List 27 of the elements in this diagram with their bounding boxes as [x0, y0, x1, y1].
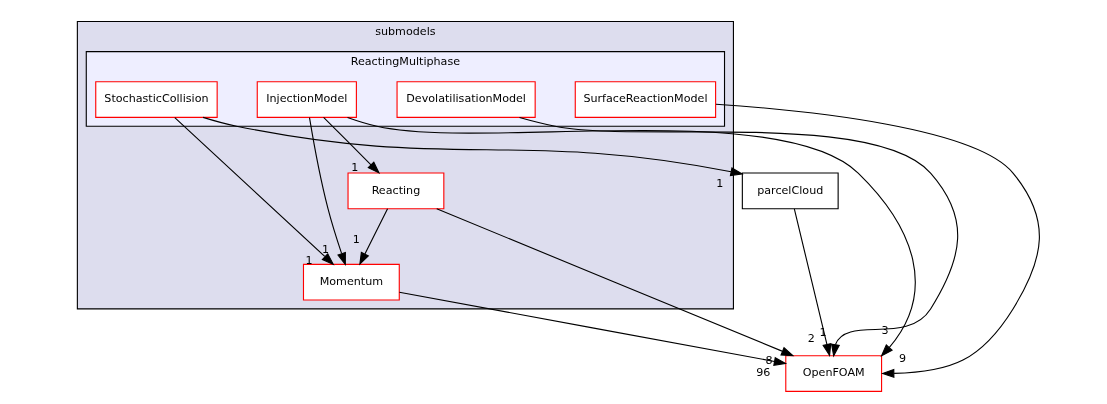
node-box: StochasticCollision	[94, 81, 218, 118]
edge-label: 9	[898, 352, 906, 366]
edge-label: 1	[352, 232, 360, 246]
node-box: Momentum	[302, 263, 400, 301]
node-box: InjectionModel	[256, 81, 357, 118]
node-box: DevolatilisationModel	[396, 81, 536, 118]
arrow	[358, 208, 388, 266]
edge-label: 1	[350, 161, 358, 175]
arrow	[346, 116, 916, 357]
arrow	[398, 291, 787, 366]
arrow	[435, 208, 794, 357]
arrow	[714, 103, 1040, 379]
arrow	[308, 117, 346, 266]
edge-label: 2	[807, 331, 815, 345]
edge-label: 1	[715, 176, 723, 190]
edge-label: 96	[755, 366, 770, 380]
arrow	[322, 116, 380, 174]
arrow	[518, 116, 958, 358]
node-box: Reacting	[347, 172, 444, 210]
arrow	[202, 116, 744, 177]
arrow	[173, 117, 334, 266]
node-box: OpenFOAM	[784, 355, 882, 392]
arrow	[793, 208, 831, 357]
edge-label: 1	[321, 242, 329, 256]
node-box: parcelCloud	[741, 172, 839, 210]
edge-label: 1	[818, 326, 826, 340]
node-box: SurfaceReactionModel	[574, 81, 716, 118]
